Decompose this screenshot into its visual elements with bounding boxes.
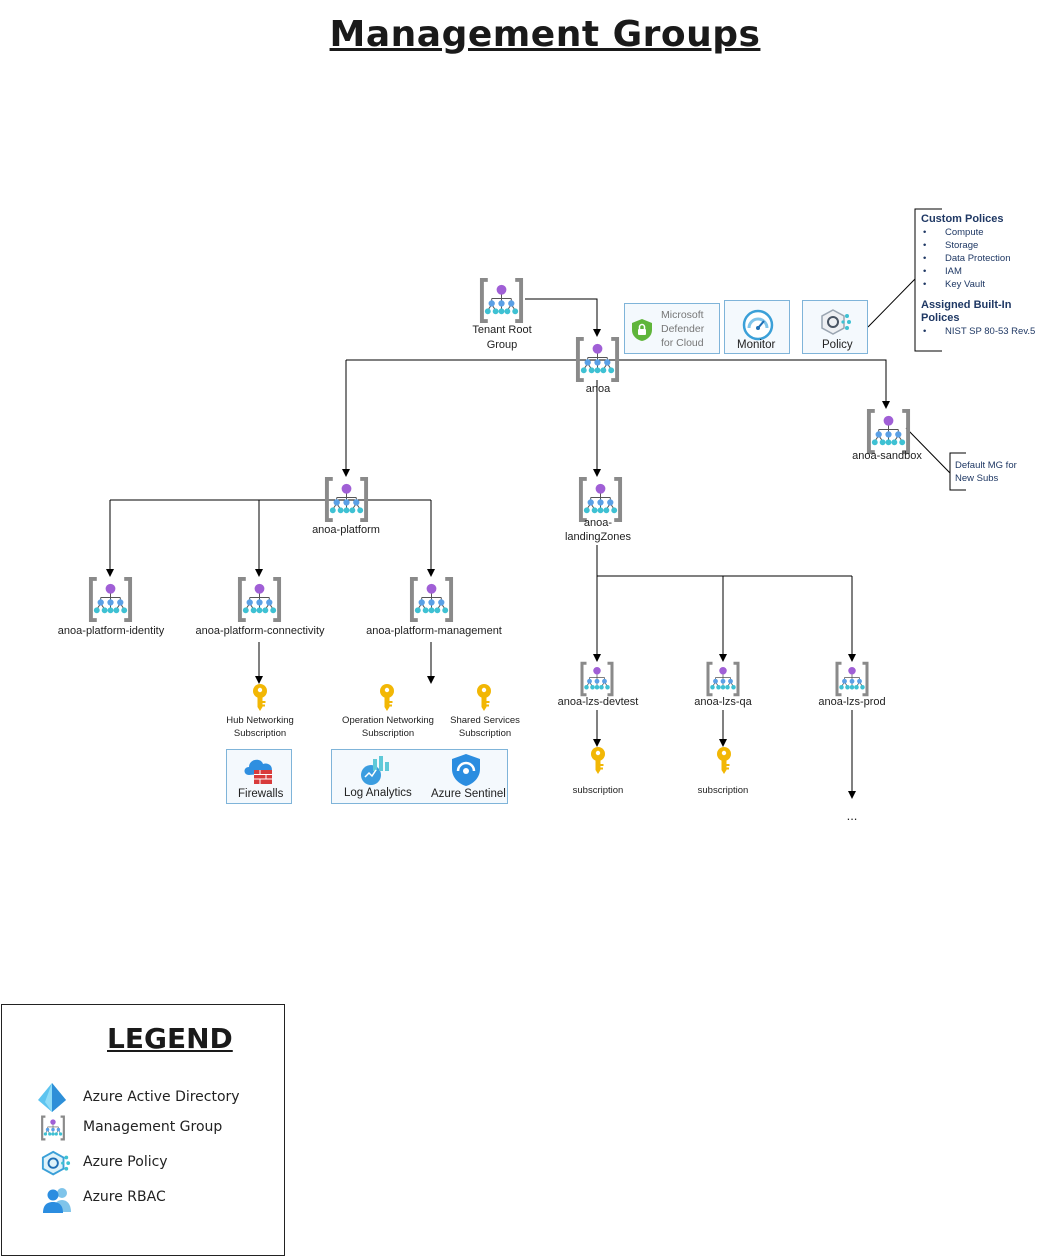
lzs-qa-label: anoa-lzs-qa xyxy=(694,696,752,708)
shared-subscription-key-icon[interactable] xyxy=(472,683,496,718)
builtin-policies-title: Assigned Built-In Polices xyxy=(921,299,1012,324)
lzs-qa-mg-icon[interactable] xyxy=(705,661,741,702)
sentinel-label: Azure Sentinel xyxy=(431,788,506,800)
lzs-prod-mg-icon[interactable] xyxy=(834,661,870,702)
operation-subscription-key-icon[interactable] xyxy=(375,683,399,718)
platform-connectivity-mg-icon[interactable] xyxy=(236,576,283,628)
hub-subscription-key-icon[interactable] xyxy=(248,683,272,718)
operation-subscription-label: Operation Networking Subscription xyxy=(342,715,434,739)
lzs-prod-label: anoa-lzs-prod xyxy=(818,696,886,708)
legend-aad-label: Azure Active Directory xyxy=(83,1089,240,1105)
platform-management-label: anoa-platform-management xyxy=(366,625,502,637)
azure-active-directory-icon xyxy=(38,1083,66,1112)
builtin-policy-item: NIST SP 80-53 Rev.5 xyxy=(921,325,1049,338)
firewalls-label: Firewalls xyxy=(238,788,284,800)
builtin-policies-list: NIST SP 80-53 Rev.5 xyxy=(921,325,1049,338)
anoa-landingzones-label: anoa- landingZones xyxy=(564,517,632,543)
devtest-subscription-label: subscription xyxy=(572,785,624,796)
policy-note: Custom Polices Compute Storage Data Prot… xyxy=(921,213,1049,338)
legend-rbac-label: Azure RBAC xyxy=(83,1189,166,1205)
legend-management-group-icon xyxy=(40,1115,66,1146)
lzs-devtest-mg-icon[interactable] xyxy=(579,661,615,702)
lzs-devtest-label: anoa-lzs-devtest xyxy=(557,696,639,708)
platform-management-mg-icon[interactable] xyxy=(408,576,455,628)
defender-label: Microsoft Defender for Cloud xyxy=(661,309,705,349)
qa-subscription-key-icon[interactable] xyxy=(712,746,736,781)
platform-connectivity-label: anoa-platform-connectivity xyxy=(195,625,325,637)
diagram-title: Management Groups xyxy=(329,14,761,55)
tenant-root-group-label: Tenant Root Group xyxy=(472,324,532,351)
legend-title: LEGEND xyxy=(107,1022,233,1055)
anoa-platform-mg-icon[interactable] xyxy=(323,476,370,528)
tenant-root-group-icon[interactable] xyxy=(478,277,525,329)
custom-policy-item: Data Protection xyxy=(921,252,1049,265)
firewalls-box[interactable]: Firewalls xyxy=(226,749,292,804)
log-analytics-label: Log Analytics xyxy=(344,787,412,799)
anoa-mg-icon[interactable] xyxy=(574,336,621,388)
shared-subscription-label: Shared Services Subscription xyxy=(450,715,520,739)
custom-policy-item: Storage xyxy=(921,239,1049,252)
anoa-sandbox-label: anoa-sandbox xyxy=(852,450,922,462)
policy-icon xyxy=(821,309,851,335)
log-analytics-icon xyxy=(361,756,389,785)
monitor-gauge-icon xyxy=(742,309,774,341)
anoa-platform-label: anoa-platform xyxy=(312,524,380,536)
sandbox-note: Default MG for New Subs xyxy=(955,460,1017,484)
legend-box xyxy=(1,1004,285,1256)
qa-subscription-label: subscription xyxy=(697,785,749,796)
defender-box[interactable]: Microsoft Defender for Cloud xyxy=(624,303,720,354)
legend-policy-label: Azure Policy xyxy=(83,1154,168,1170)
prod-more-ellipsis: ... xyxy=(846,808,858,823)
operations-services-box[interactable]: Log Analytics Azure Sentinel xyxy=(331,749,508,804)
custom-policies-list: Compute Storage Data Protection IAM Key … xyxy=(921,226,1049,291)
devtest-subscription-key-icon[interactable] xyxy=(586,746,610,781)
legend-mg-label: Management Group xyxy=(83,1119,223,1135)
monitor-box[interactable]: Monitor xyxy=(724,300,790,354)
custom-policies-title: Custom Polices xyxy=(921,213,1004,225)
custom-policy-item: Key Vault xyxy=(921,278,1049,291)
anoa-label: anoa xyxy=(585,383,611,395)
platform-identity-label: anoa-platform-identity xyxy=(57,625,165,637)
anoa-sandbox-mg-icon[interactable] xyxy=(865,408,912,460)
hub-subscription-label: Hub Networking Subscription xyxy=(226,715,294,739)
firewall-icon xyxy=(244,759,272,784)
sentinel-shield-icon xyxy=(452,754,480,786)
legend-azure-policy-icon xyxy=(41,1150,71,1176)
defender-shield-icon xyxy=(632,319,652,341)
platform-identity-mg-icon[interactable] xyxy=(87,576,134,628)
monitor-label: Monitor xyxy=(737,339,776,351)
policy-box[interactable]: Policy xyxy=(802,300,868,354)
anoa-landingzones-mg-icon[interactable] xyxy=(577,476,624,528)
azure-rbac-icon xyxy=(43,1188,71,1213)
policy-label: Policy xyxy=(822,339,853,351)
custom-policy-item: IAM xyxy=(921,265,1049,278)
custom-policy-item: Compute xyxy=(921,226,1049,239)
